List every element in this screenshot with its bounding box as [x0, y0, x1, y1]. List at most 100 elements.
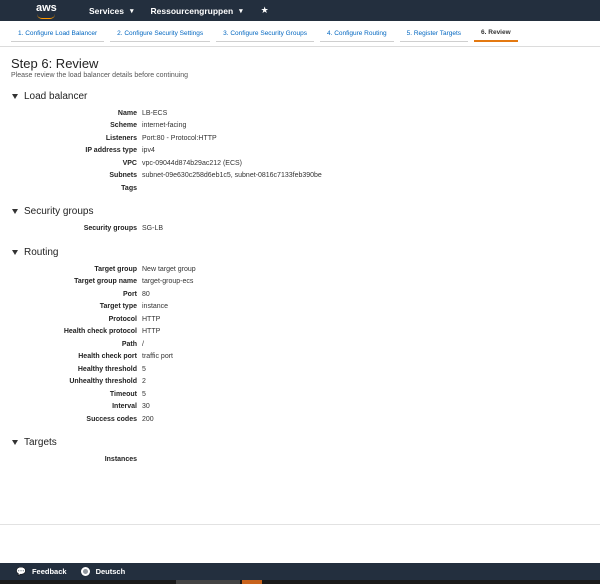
detail-label: VPC [122, 159, 137, 167]
feedback-link[interactable]: 💬 Feedback [16, 567, 67, 576]
taskbar-strip [0, 580, 600, 584]
collapse-triangle-icon [12, 249, 18, 255]
detail-value: vpc-09044d874b29ac212 (ECS) [142, 159, 243, 167]
detail-label: Path [121, 340, 137, 348]
detail-value: SG-LB [142, 225, 164, 233]
detail-value: ipv4 [142, 147, 155, 155]
detail-row: Protocol HTTP [11, 313, 589, 326]
services-label: Services [89, 5, 124, 16]
section-header-security-groups[interactable]: Security groups [11, 205, 589, 219]
detail-row: Target type instance [11, 301, 589, 314]
detail-row: Unhealthy threshold 2 [11, 376, 589, 389]
detail-row: Health check protocol HTTP [11, 326, 589, 339]
detail-label: Success codes [86, 415, 137, 423]
speech-bubble-icon: 💬 [16, 567, 26, 576]
page-subtitle: Please review the load balancer details … [11, 72, 189, 79]
detail-label: Scheme [110, 122, 137, 130]
detail-label: Protocol [108, 315, 137, 323]
aws-logo-smile-icon [37, 14, 55, 19]
detail-label: Name [117, 109, 137, 117]
detail-value: HTTP [142, 315, 161, 323]
aws-logo[interactable]: aws [36, 0, 58, 21]
section-title: Routing [24, 246, 59, 258]
detail-label: Listeners [105, 134, 137, 142]
tab-register-targets[interactable]: 5. Register Targets [399, 25, 469, 42]
detail-label: Target group name [74, 278, 137, 286]
detail-label: Health check protocol [63, 328, 137, 336]
collapse-triangle-icon [12, 440, 18, 445]
language-selector[interactable]: Deutsch [80, 567, 126, 576]
section-title: Security groups [24, 206, 94, 217]
detail-row: Scheme internet-facing [11, 120, 589, 133]
section-title: Targets [24, 437, 57, 448]
taskbar-item [176, 580, 240, 584]
detail-label: Target group [94, 265, 137, 273]
tab-review[interactable]: 6. Review [474, 25, 518, 42]
section-targets: Targets Instances [11, 436, 589, 467]
section-header-routing[interactable]: Routing [11, 245, 589, 259]
detail-row: Instances [11, 454, 589, 467]
section-header-load-balancer[interactable]: Load balancer [11, 89, 589, 103]
detail-row: VPC vpc-09044d874b29ac212 (ECS) [11, 157, 589, 170]
detail-value: 2 [142, 378, 146, 386]
detail-row: Name LB-ECS [11, 107, 589, 120]
detail-row: Path / [11, 338, 589, 351]
services-menu[interactable]: Services ▾ [89, 6, 134, 16]
tab-configure-security-settings[interactable]: 2. Configure Security Settings [110, 25, 211, 42]
tab-configure-security-groups[interactable]: 3. Configure Security Groups [216, 25, 314, 42]
detail-label: Unhealthy threshold [69, 378, 137, 386]
detail-value: subnet-09e630c258d6eb1c5, subnet-0816c71… [142, 172, 322, 180]
page-title: Step 6: Review [11, 56, 99, 71]
detail-row: Interval 30 [11, 401, 589, 414]
detail-value: instance [142, 303, 169, 311]
detail-row: Tags [11, 182, 589, 195]
content-divider [0, 524, 600, 525]
globe-icon [80, 567, 90, 576]
detail-label: Health check port [78, 353, 137, 361]
tab-configure-load-balancer[interactable]: 1. Configure Load Balancer [11, 25, 105, 42]
section-header-targets[interactable]: Targets [11, 436, 589, 450]
detail-value: / [142, 340, 144, 348]
chevron-down-icon: ▾ [239, 7, 243, 15]
detail-value: HTTP [142, 328, 161, 336]
detail-row: Listeners Port:80 - Protocol:HTTP [11, 132, 589, 145]
resource-groups-label: Ressourcengruppen [150, 5, 234, 16]
detail-label: IP address type [85, 147, 137, 155]
taskbar-item-active [242, 580, 262, 584]
section-title: Load balancer [24, 90, 88, 102]
detail-value: New target group [142, 265, 196, 273]
language-label: Deutsch [95, 567, 126, 576]
resource-groups-menu[interactable]: Ressourcengruppen ▾ [151, 6, 243, 16]
top-navigation: aws Services ▾ Ressourcengruppen ▾ ★ [0, 0, 600, 21]
detail-value: Port:80 - Protocol:HTTP [142, 134, 217, 142]
detail-row: IP address type ipv4 [11, 145, 589, 158]
detail-value: LB-ECS [142, 109, 168, 117]
detail-row: Health check port traffic port [11, 351, 589, 364]
detail-value: 80 [142, 290, 150, 298]
detail-value: 5 [142, 390, 146, 398]
console-footer: 💬 Feedback Deutsch [0, 563, 600, 580]
pin-icon[interactable]: ★ [260, 5, 269, 15]
tab-configure-routing[interactable]: 4. Configure Routing [319, 25, 394, 42]
aws-logo-text: aws [36, 2, 57, 14]
detail-label: Healthy threshold [77, 365, 137, 373]
feedback-label: Feedback [31, 567, 67, 576]
detail-value: traffic port [142, 353, 173, 361]
detail-value: 5 [142, 365, 146, 373]
detail-rows: Instances [11, 454, 589, 467]
detail-label: Target type [99, 303, 137, 311]
detail-label: Tags [121, 184, 137, 192]
detail-label: Interval [112, 403, 137, 411]
chevron-down-icon: ▾ [129, 7, 134, 15]
detail-row: Healthy threshold 5 [11, 363, 589, 376]
detail-value: 30 [142, 403, 150, 411]
collapse-triangle-icon [12, 93, 18, 99]
detail-value: internet-facing [142, 122, 187, 130]
